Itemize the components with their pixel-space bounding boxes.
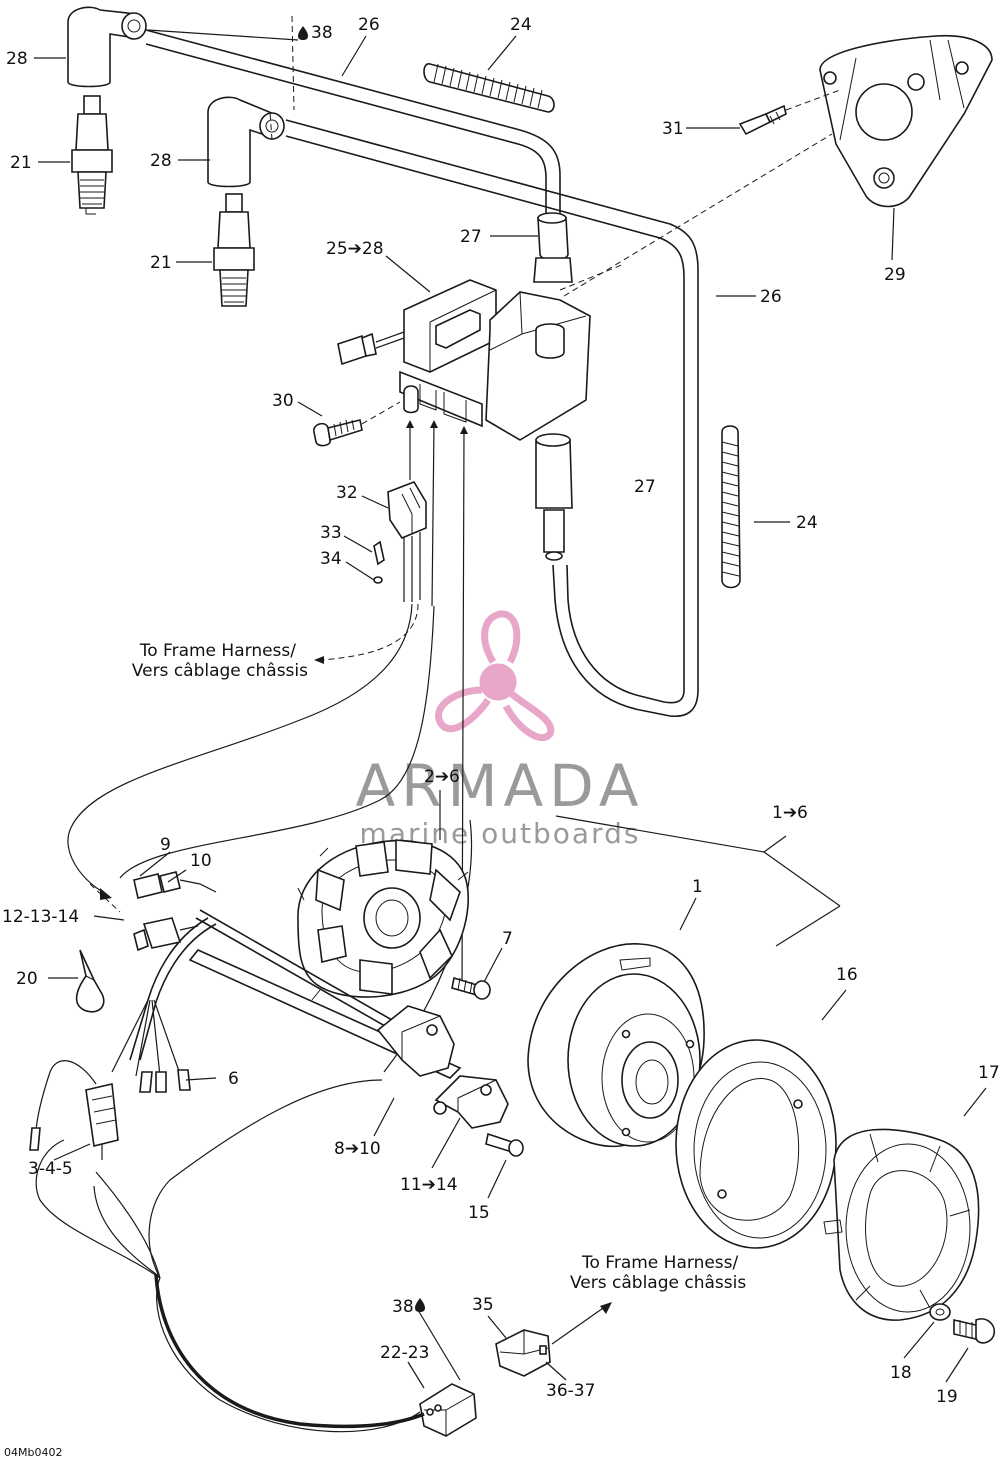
harness-note-bottom-line2: Vers câblage châssis: [570, 1273, 746, 1293]
harness-note-top-line1: To Frame Harness/: [139, 641, 297, 661]
label-26-top: 26: [358, 15, 380, 35]
leader-lines: [34, 29, 987, 1389]
stator-harness: [29, 917, 217, 1160]
cable-tie-20: [75, 949, 105, 1013]
watermark-title: ARMADA: [355, 752, 644, 820]
label-28-top: 28: [6, 49, 28, 69]
screw-15: [485, 1132, 524, 1157]
label-24-top: 24: [510, 15, 532, 35]
washer-18: [929, 1303, 951, 1321]
harness-note-top: To Frame Harness/ Vers câblage châssis: [132, 641, 308, 681]
label-22-23: 22-23: [380, 1343, 429, 1363]
propeller-logo-icon: [435, 610, 555, 742]
wire-guide-bar: [188, 909, 462, 1079]
high-tension-wire-upper: [145, 29, 561, 215]
drop-icon: [415, 1298, 425, 1312]
label-25-28: 25➔28: [326, 239, 384, 259]
label-8-10: 8➔10: [334, 1139, 381, 1159]
harness-clamp-11: [433, 1075, 509, 1129]
label-35: 35: [472, 1295, 494, 1315]
label-24-right: 24: [796, 513, 818, 533]
label-3-4-5: 3-4-5: [28, 1159, 73, 1179]
terminal-33: [373, 540, 385, 566]
label-6: 6: [228, 1069, 239, 1089]
label-10: 10: [190, 851, 212, 871]
connector-22-23: [419, 1383, 477, 1437]
seal-34: [373, 576, 383, 584]
label-21-top: 21: [10, 153, 32, 173]
label-34: 34: [320, 549, 342, 569]
logo-blade-1: [481, 610, 521, 664]
spark-plug-cap-left: [67, 6, 147, 88]
label-32: 32: [336, 483, 358, 503]
label-18: 18: [890, 1363, 912, 1383]
label-11-14: 11➔14: [400, 1175, 458, 1195]
label-2-6: 2➔6: [424, 767, 460, 787]
label-20: 20: [16, 969, 38, 989]
harness-note-bottom: To Frame Harness/ Vers câblage châssis: [570, 1253, 746, 1293]
label-31: 31: [662, 119, 684, 139]
connector-9-10: [133, 871, 217, 952]
harness-arrow-bottom: [551, 1302, 612, 1345]
connector-32: [387, 481, 427, 602]
bolt-30: [313, 401, 401, 447]
flywheel: [527, 943, 705, 1148]
harness-clamp-8: [376, 1005, 455, 1077]
drop-icon: [298, 26, 308, 40]
label-1-6: 1➔6: [772, 803, 808, 823]
harness-note-bottom-line1: To Frame Harness/: [581, 1253, 739, 1273]
label-33: 33: [320, 523, 342, 543]
label-29: 29: [884, 265, 906, 285]
label-30: 30: [272, 391, 294, 411]
wire-sleeve-spring-top: [423, 63, 555, 113]
spark-plug-right: [213, 193, 255, 307]
label-12-13-14: 12-13-14: [2, 907, 79, 927]
label-26-right: 26: [760, 287, 782, 307]
spark-plug-left: [71, 95, 113, 215]
logo-blade-3: [502, 691, 555, 742]
ignition-coil: [399, 212, 591, 561]
bolt-19: [953, 1318, 996, 1344]
coil-connector: [337, 331, 405, 366]
harness-note-top-line2: Vers câblage châssis: [132, 661, 308, 681]
label-27-top: 27: [460, 227, 482, 247]
label-28-mid: 28: [150, 151, 172, 171]
high-tension-wire-lower: [285, 119, 699, 717]
label-36-37: 36-37: [546, 1381, 595, 1401]
diagram-code: 04Mb0402: [4, 1446, 62, 1459]
label-19: 19: [936, 1387, 958, 1407]
label-17: 17: [978, 1063, 1000, 1083]
stator: [297, 839, 470, 1001]
label-16: 16: [836, 965, 858, 985]
logo-hub: [479, 663, 517, 701]
starter-cup: [823, 1128, 980, 1321]
logo-blade-2: [435, 686, 491, 733]
label-38-bottom: 38: [392, 1297, 414, 1317]
label-27-mid: 27: [634, 477, 656, 497]
label-1: 1: [692, 877, 703, 897]
wire-sleeve-spring-right: [721, 425, 741, 589]
label-7: 7: [502, 929, 513, 949]
label-9: 9: [160, 835, 171, 855]
label-15: 15: [468, 1203, 490, 1223]
screw-7: [451, 976, 491, 1000]
label-38-top: 38: [311, 23, 333, 43]
label-21-mid: 21: [150, 253, 172, 273]
dashed-guides: [269, 15, 833, 297]
part-labels: 28 21 38 26 24 31 28 21 27 25➔28 26 29 3…: [2, 15, 1000, 1407]
mounting-bracket: [819, 34, 993, 208]
main-harness-cable: [93, 1185, 425, 1429]
connector-35: [495, 1329, 551, 1377]
bolt-31: [738, 89, 841, 136]
starter-pulley: [675, 1039, 837, 1249]
spark-plug-cap-right: [207, 96, 285, 188]
